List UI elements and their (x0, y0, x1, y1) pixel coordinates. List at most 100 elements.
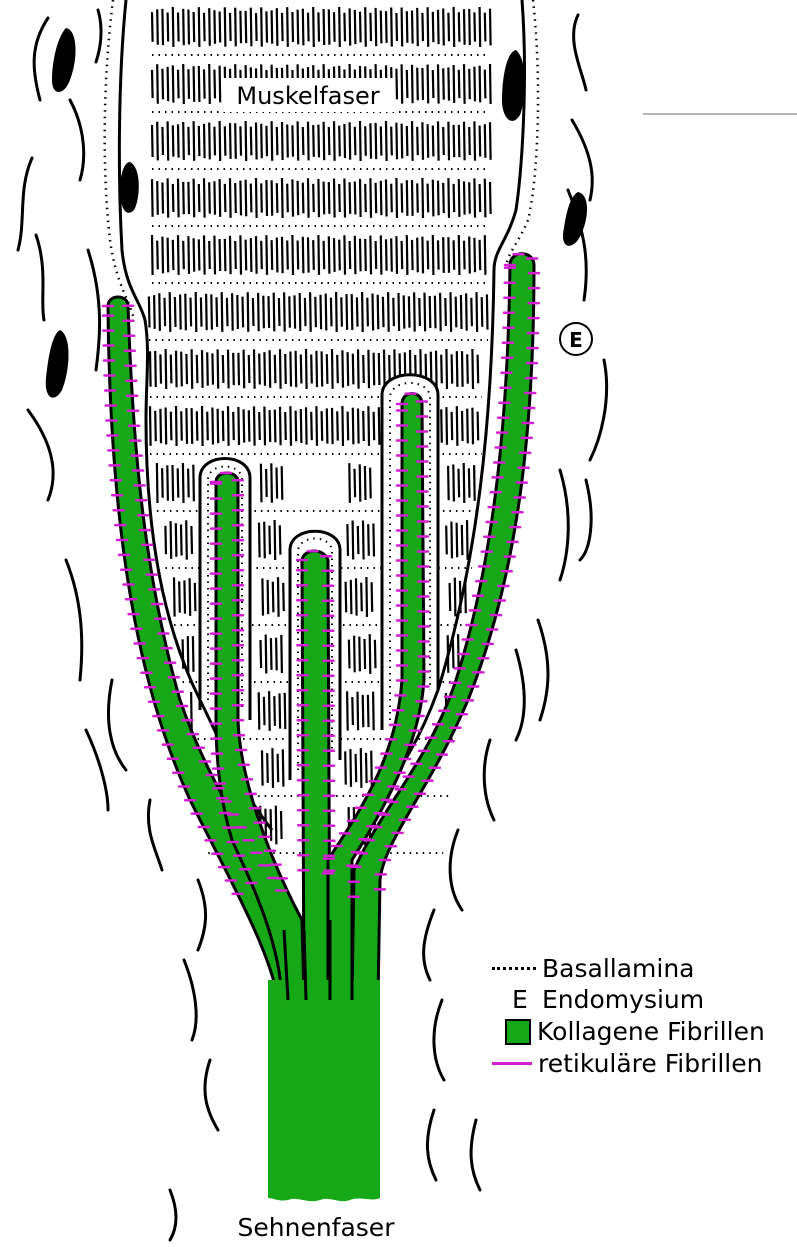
striation-line (204, 124, 205, 158)
striation-line (353, 354, 354, 385)
striation-line (349, 463, 350, 503)
striation-line (464, 463, 465, 503)
striation-line (412, 180, 413, 216)
striation-line (264, 352, 265, 386)
striation-line (388, 292, 389, 332)
striation-line (225, 126, 226, 155)
striation-line (365, 466, 366, 500)
striation-line (368, 350, 369, 388)
striation-line (350, 182, 351, 214)
striation-line (490, 64, 491, 104)
striation-line (244, 350, 245, 389)
striation-line (360, 464, 361, 501)
striation-line (168, 121, 169, 160)
striation-line (349, 640, 350, 669)
striation-line (374, 412, 375, 440)
striation-line (246, 180, 247, 217)
striation-line (240, 235, 241, 274)
striation-line (454, 65, 455, 103)
striation-line (269, 691, 270, 731)
striation-line (197, 411, 198, 440)
striation-line (402, 8, 403, 47)
striation-line (171, 412, 172, 441)
striation-line (280, 525, 281, 554)
striation-line (462, 351, 463, 387)
striation-line (365, 239, 366, 271)
legend-label: Kollagene Fibrillen (537, 1017, 765, 1046)
striation-line (407, 11, 408, 43)
striation-line (332, 408, 333, 444)
magenta-line-icon (492, 1062, 532, 1065)
striation-line (178, 13, 179, 42)
striation-line (376, 8, 377, 46)
striation-line (344, 235, 345, 274)
legend-label: retikuläre Fibrillen (538, 1049, 762, 1078)
striation-line (350, 8, 351, 45)
striation-line (152, 179, 153, 217)
striation-line (173, 125, 174, 156)
striation-line (360, 179, 361, 217)
striation-line (298, 121, 299, 160)
striation-line (348, 352, 349, 386)
striation-line (373, 692, 374, 731)
striation-line (261, 640, 262, 668)
striation-line (383, 297, 384, 327)
striation-line (353, 521, 354, 560)
striation-line (433, 12, 434, 42)
striation-line (268, 580, 269, 614)
striation-line (261, 7, 262, 46)
striation-line (183, 122, 184, 160)
striation-line (220, 239, 221, 271)
striation-line (292, 179, 293, 216)
striation-line (455, 578, 456, 617)
striation-line (183, 241, 184, 269)
striation-line (204, 178, 205, 217)
striation-line (204, 69, 205, 98)
striation-line (355, 236, 356, 274)
striation-line (204, 235, 205, 274)
striation-line (277, 127, 278, 155)
striation-line (399, 293, 400, 331)
striation-line (450, 583, 451, 611)
striation-line (162, 183, 163, 214)
striation-line (407, 235, 408, 275)
striation-line (272, 10, 273, 43)
striation-line (453, 640, 454, 668)
striation-line (342, 406, 343, 446)
striation-line (326, 294, 327, 331)
striation-line (386, 121, 387, 161)
striation-line (362, 292, 363, 332)
striation-line (428, 241, 429, 270)
striation-line (266, 11, 267, 42)
striation-line (271, 638, 272, 670)
striation-line (350, 122, 351, 159)
striation-line (251, 127, 252, 156)
striation-line (232, 293, 233, 330)
striation-line (454, 7, 455, 47)
striation-line (280, 693, 281, 728)
striation-line (251, 238, 252, 272)
striation-line (414, 292, 415, 331)
striation-line (464, 241, 465, 270)
striation-line (188, 10, 189, 45)
striation-line (225, 184, 226, 212)
striation-line (287, 125, 288, 158)
striation-line (295, 295, 296, 328)
striation-line (246, 240, 247, 271)
striation-line (194, 121, 195, 161)
nucleus (46, 330, 69, 398)
basal-lamina-outer (105, 0, 538, 320)
striation-line (391, 184, 392, 213)
striation-line (471, 298, 472, 326)
striation-line (344, 13, 345, 42)
striation-line (276, 806, 277, 845)
legend-label: Basallamina (542, 954, 695, 983)
striation-line (277, 468, 278, 499)
striation-line (290, 406, 291, 446)
striation-line (485, 13, 486, 42)
striation-line (477, 292, 478, 332)
striation-line (469, 69, 470, 99)
striation-line (278, 577, 279, 617)
striation-line (446, 349, 447, 389)
striation-line (279, 298, 280, 326)
